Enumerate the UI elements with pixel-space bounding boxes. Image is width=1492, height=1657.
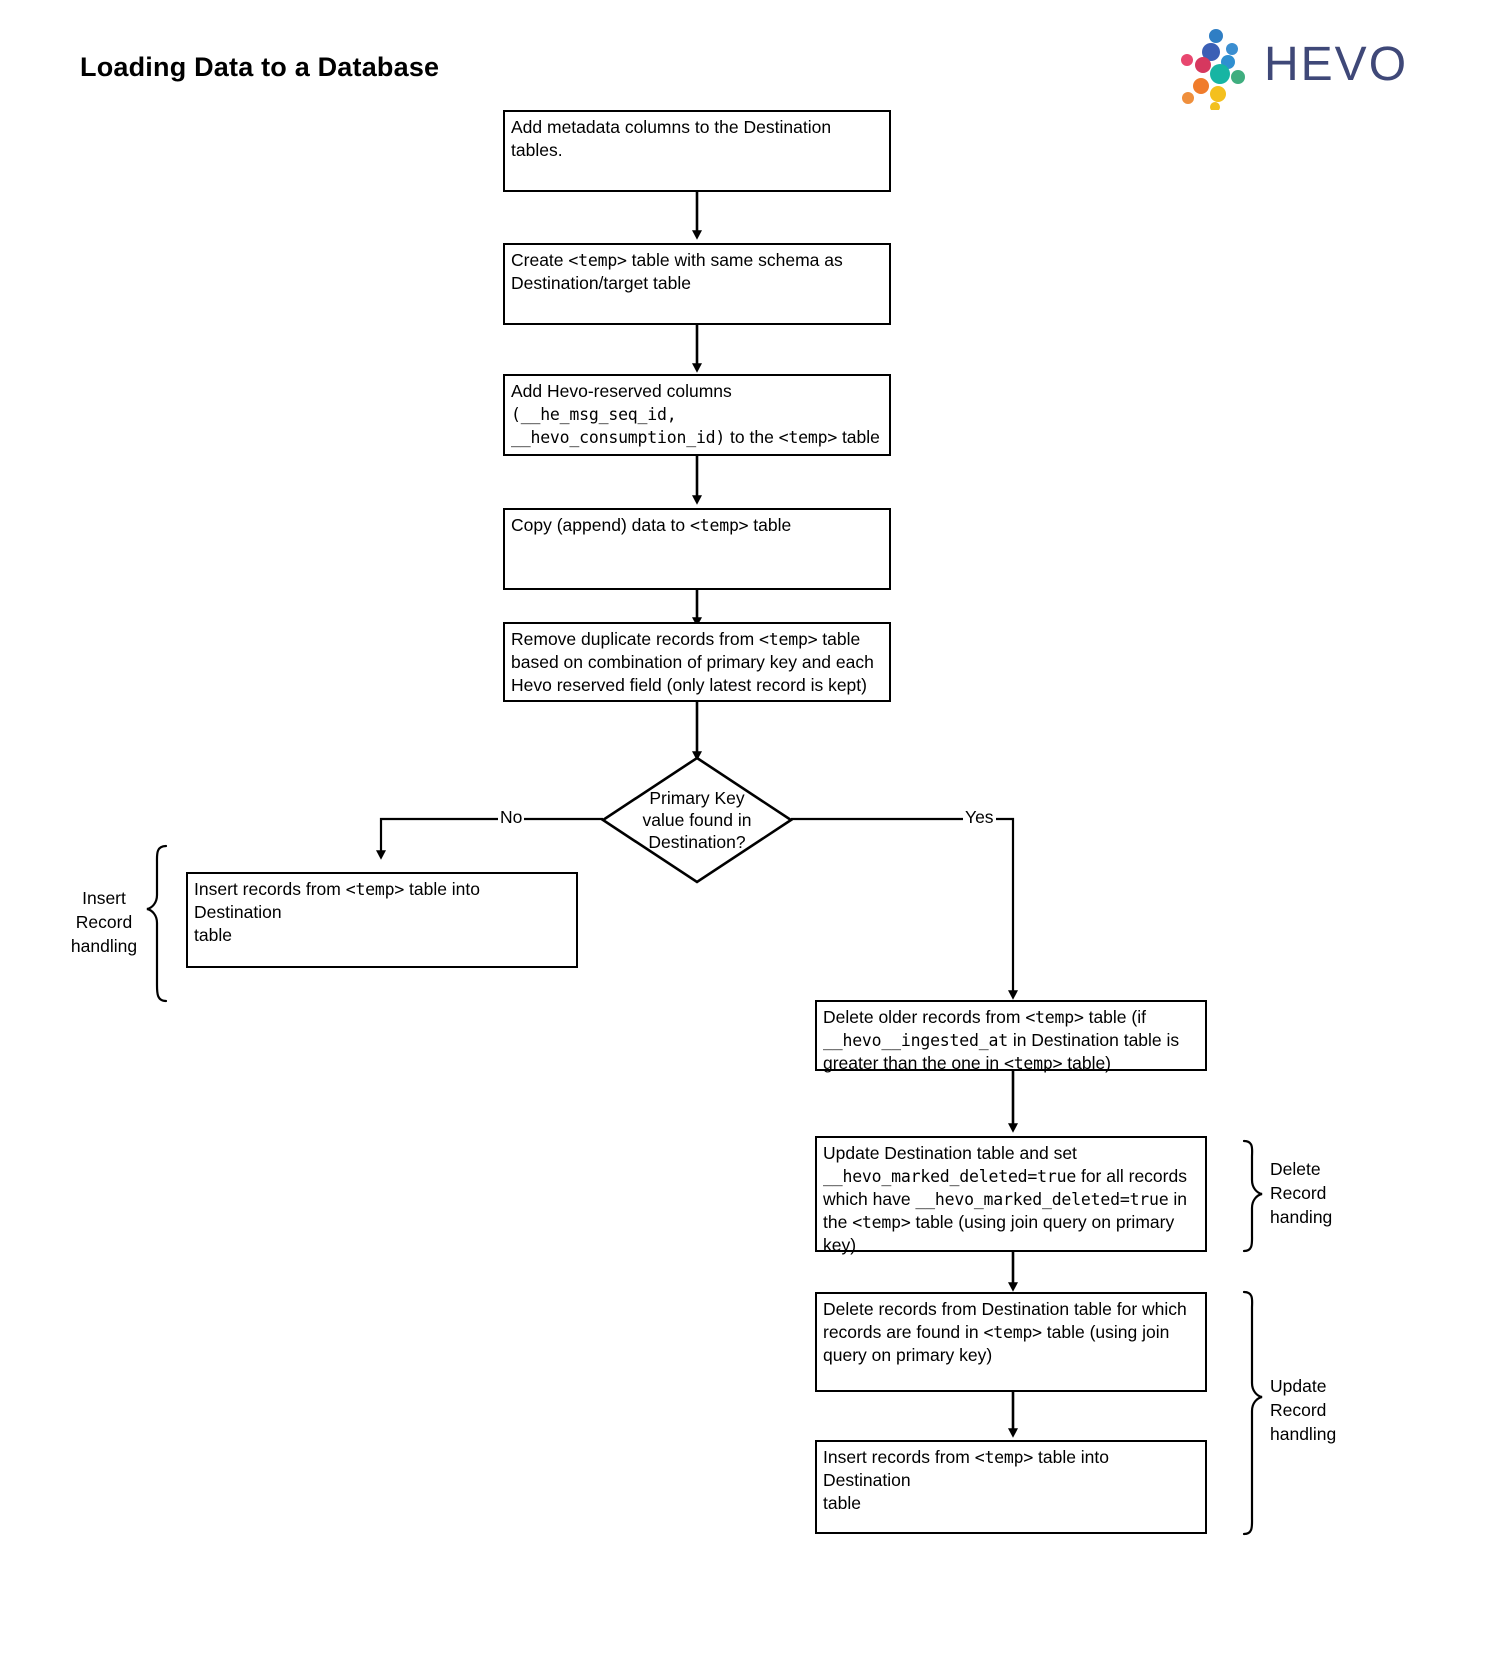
node-text: Add metadata columns to the Destination … [511, 117, 832, 160]
brace-line3: handling [70, 936, 138, 956]
code-temp: <temp> [1003, 1054, 1063, 1073]
node-text-line3: query on primary key) [823, 1345, 993, 1365]
code-temp: <temp> [759, 630, 818, 649]
text-part: Create [511, 250, 569, 270]
code-temp: <temp> [778, 428, 838, 447]
code-temp: <temp> [1025, 1008, 1084, 1027]
hevo-wordmark: HEVO [1264, 38, 1409, 91]
code-temp: <temp> [983, 1323, 1043, 1342]
text-part: the [823, 1212, 853, 1232]
node-text-line1: Delete older records from <temp> table (… [823, 1006, 1201, 1029]
text-part: table (if [1083, 1007, 1146, 1027]
node-text-line2: (__he_msg_seq_id, [511, 403, 885, 426]
node-text-line3: __hevo_consumption_id) to the <temp> tab… [511, 426, 885, 449]
text-part: table with same schema as [626, 250, 843, 270]
code-hevo-ingested-at: __hevo__ingested_at [823, 1031, 1008, 1050]
node-text-line1: Add Hevo-reserved columns [511, 381, 732, 401]
node-text-line4: the <temp> table (using join query on pr… [823, 1211, 1201, 1234]
node-text-line2: records are found in <temp> table (using… [823, 1321, 1201, 1344]
node-insert-records-yes-branch: Insert records from <temp> table into De… [815, 1440, 1207, 1534]
text-part: table) [1062, 1053, 1112, 1073]
text-part: table [817, 629, 861, 649]
code-he-msg-seq-id: (__he_msg_seq_id, [511, 405, 677, 424]
text-part: for all records [1076, 1166, 1187, 1186]
text-part: Remove duplicate records from [511, 629, 760, 649]
node-text-line1: Copy (append) data to <temp> table [511, 514, 885, 537]
node-create-temp-table: Create <temp> table with same schema as … [503, 243, 891, 325]
brace-label-update-record-handling: Update Record handling [1270, 1374, 1370, 1446]
node-text-line3: which have __hevo_marked_deleted=true in [823, 1188, 1201, 1211]
node-text-line3: greater than the one in <temp> table) [823, 1052, 1201, 1075]
node-add-metadata-columns: Add metadata columns to the Destination … [503, 110, 891, 192]
page-title: Loading Data to a Database [80, 52, 440, 82]
node-copy-append-data: Copy (append) data to <temp> table [503, 508, 891, 590]
text-part: table (using join [1041, 1322, 1170, 1342]
node-update-destination-marked-deleted: Update Destination table and set __hevo_… [815, 1136, 1207, 1255]
code-hevo-marked-deleted: __hevo_marked_deleted=true [823, 1167, 1077, 1186]
text-part: in Destination table is [1007, 1030, 1180, 1050]
node-text-line1: Delete records from Destination table fo… [823, 1299, 1187, 1319]
text-part: table into Destination [194, 879, 481, 922]
text-part: table [748, 515, 792, 535]
node-text-line3: Hevo reserved field (only latest record … [511, 675, 867, 695]
node-text-line2: Destination/target table [511, 273, 691, 293]
hevo-logo: HEVO [1168, 24, 1406, 110]
brace-line1: Insert [82, 888, 126, 908]
text-part: table (using join query on primary [910, 1212, 1175, 1232]
node-text-line2: table [194, 925, 232, 945]
text-part: greater than the one in [823, 1053, 1004, 1073]
hevo-dots-logo [1181, 29, 1245, 110]
node-text-line1: Insert records from <temp> table into De… [823, 1446, 1201, 1492]
code-temp: <temp> [852, 1213, 911, 1232]
text-part: table [837, 427, 880, 447]
code-hevo-consumption-id: __hevo_consumption_id) [511, 428, 726, 447]
text-part: in [1168, 1189, 1187, 1209]
text-part: records are found in [823, 1322, 984, 1342]
brace-line1: Update [1270, 1376, 1327, 1396]
code-temp: <temp> [974, 1448, 1034, 1467]
code-temp: <temp> [345, 880, 405, 899]
text-part: Insert records from [194, 879, 346, 899]
node-text-line2: based on combination of primary key and … [511, 652, 874, 672]
node-text-line5: key) [823, 1235, 857, 1255]
node-text-line2: table [823, 1493, 861, 1513]
text-part: Delete older records from [823, 1007, 1026, 1027]
decision-primary-key-found: Primary Key value found in Destination? [601, 756, 793, 884]
node-text-line2: __hevo_marked_deleted=true for all recor… [823, 1165, 1201, 1188]
node-add-hevo-reserved-columns: Add Hevo-reserved columns (__he_msg_seq_… [503, 374, 891, 456]
text-part: which have [823, 1189, 916, 1209]
brace-line3: handling [1270, 1424, 1337, 1444]
node-insert-records-no-branch: Insert records from <temp> table into De… [186, 872, 578, 968]
node-text-line2: __hevo__ingested_at in Destination table… [823, 1029, 1201, 1052]
brace-line2: Record [75, 912, 133, 932]
text-part: Copy (append) data to [511, 515, 691, 535]
text-part: to the [725, 427, 779, 447]
node-remove-duplicate-records: Remove duplicate records from <temp> tab… [503, 622, 891, 702]
node-text-line1: Remove duplicate records from <temp> tab… [511, 628, 885, 651]
brace-label-delete-record-handing: Delete Record handing [1270, 1157, 1370, 1229]
code-hevo-marked-deleted: __hevo_marked_deleted=true [915, 1190, 1169, 1209]
node-delete-older-records: Delete older records from <temp> table (… [815, 1000, 1207, 1073]
brace-line2: Record [1270, 1183, 1327, 1203]
node-text-line1: Insert records from <temp> table into De… [194, 878, 572, 924]
brace-line3: handing [1270, 1207, 1333, 1227]
code-temp: <temp> [690, 516, 749, 535]
node-text-line1: Create <temp> table with same schema as [511, 249, 885, 272]
edge-label-no: No [498, 807, 525, 827]
text-part: Insert records from [823, 1447, 975, 1467]
node-delete-records-destination: Delete records from Destination table fo… [815, 1292, 1207, 1392]
brace-line1: Delete [1270, 1159, 1321, 1179]
text-part: table into Destination [823, 1447, 1110, 1490]
brace-label-insert-record-handling: Insert Record handling [58, 886, 150, 958]
edge-label-yes: Yes [963, 807, 996, 827]
node-text-line1: Update Destination table and set [823, 1143, 1077, 1163]
brace-line2: Record [1270, 1400, 1327, 1420]
code-temp: <temp> [568, 251, 627, 270]
